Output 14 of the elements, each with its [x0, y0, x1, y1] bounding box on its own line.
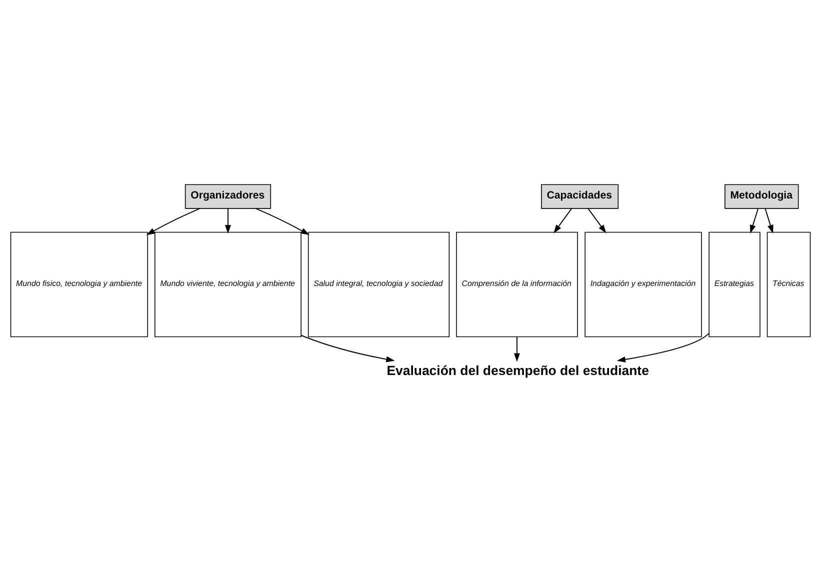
arrow: [255, 208, 310, 235]
arrow: [750, 208, 759, 234]
arrow: [764, 208, 774, 234]
node-text: Evaluación del desempeño del estudiante: [386, 363, 649, 378]
node-box: Capacidades: [541, 184, 619, 209]
node-box: Organizadores: [184, 184, 272, 209]
node-box: Metodologia: [724, 184, 799, 209]
arrow: [588, 208, 606, 234]
arrow: [146, 208, 200, 236]
arrow: [554, 208, 572, 234]
arrow: [514, 336, 520, 362]
arrow: [616, 332, 710, 362]
arrow: [224, 208, 231, 234]
arrow: [300, 334, 395, 362]
